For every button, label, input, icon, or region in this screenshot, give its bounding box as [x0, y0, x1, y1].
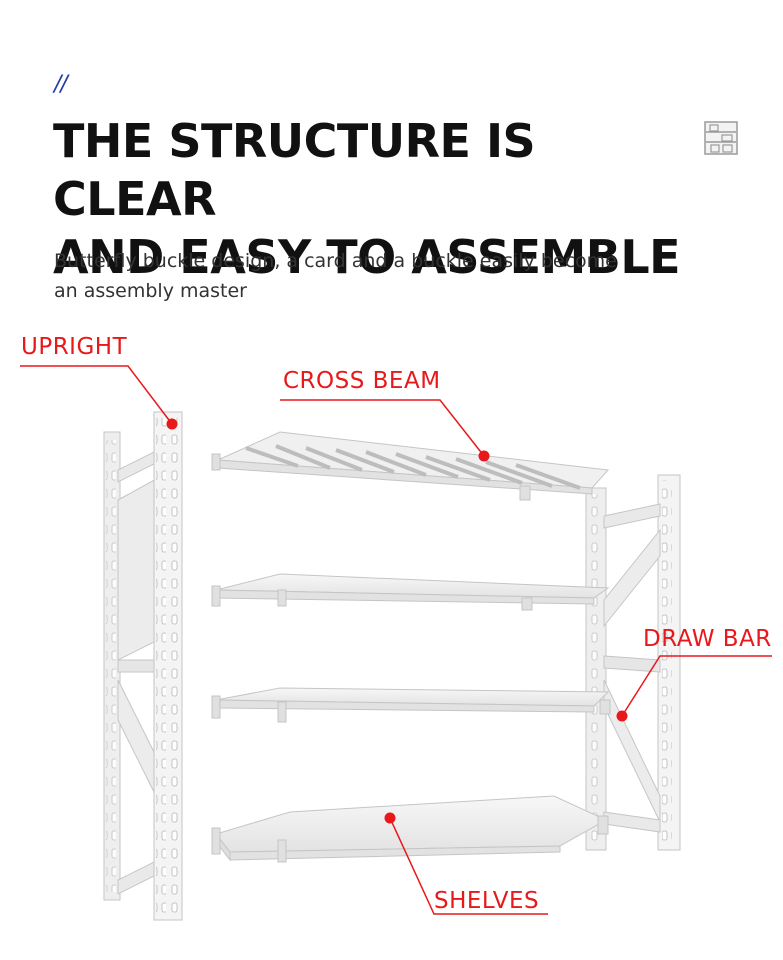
draw-bar-callout-line	[621, 655, 772, 717]
upright-label: UPRIGHT	[21, 334, 128, 360]
page-subtitle: Butterfly buckle design, a card and a bu…	[54, 246, 694, 306]
cross-beam-callout-line	[280, 399, 485, 457]
right-frame	[585, 474, 681, 851]
shelves-label: SHELVES	[434, 888, 540, 914]
subtitle-line-1: Butterfly buckle design, a card and a bu…	[54, 250, 617, 272]
shelf-4	[211, 795, 609, 863]
shelves-callout-dot	[384, 812, 396, 824]
page-title: THE STRUCTURE IS CLEAR AND EASY TO ASSEM…	[53, 112, 693, 286]
subtitle-line-2: an assembly master	[54, 280, 247, 302]
shelf-3	[211, 687, 611, 723]
title-line-1: THE STRUCTURE IS CLEAR	[53, 114, 536, 226]
upright-callout-line	[20, 365, 173, 425]
cross-beam-label: CROSS BEAM	[283, 368, 441, 394]
cross-beam-callout-dot	[478, 450, 490, 462]
shelf-2	[211, 573, 610, 611]
upright-callout-dot	[166, 418, 178, 430]
shelves-callout-line	[389, 817, 548, 915]
left-frame	[103, 411, 183, 921]
shelf-rack-icon	[704, 121, 738, 155]
draw-bar-callout-dot	[616, 710, 628, 722]
decorative-slashes: //	[54, 72, 68, 97]
title-line-2: AND EASY TO ASSEMBLE	[53, 230, 681, 284]
shelf-1	[211, 431, 610, 501]
draw-bar-label: DRAW BAR	[643, 626, 772, 652]
